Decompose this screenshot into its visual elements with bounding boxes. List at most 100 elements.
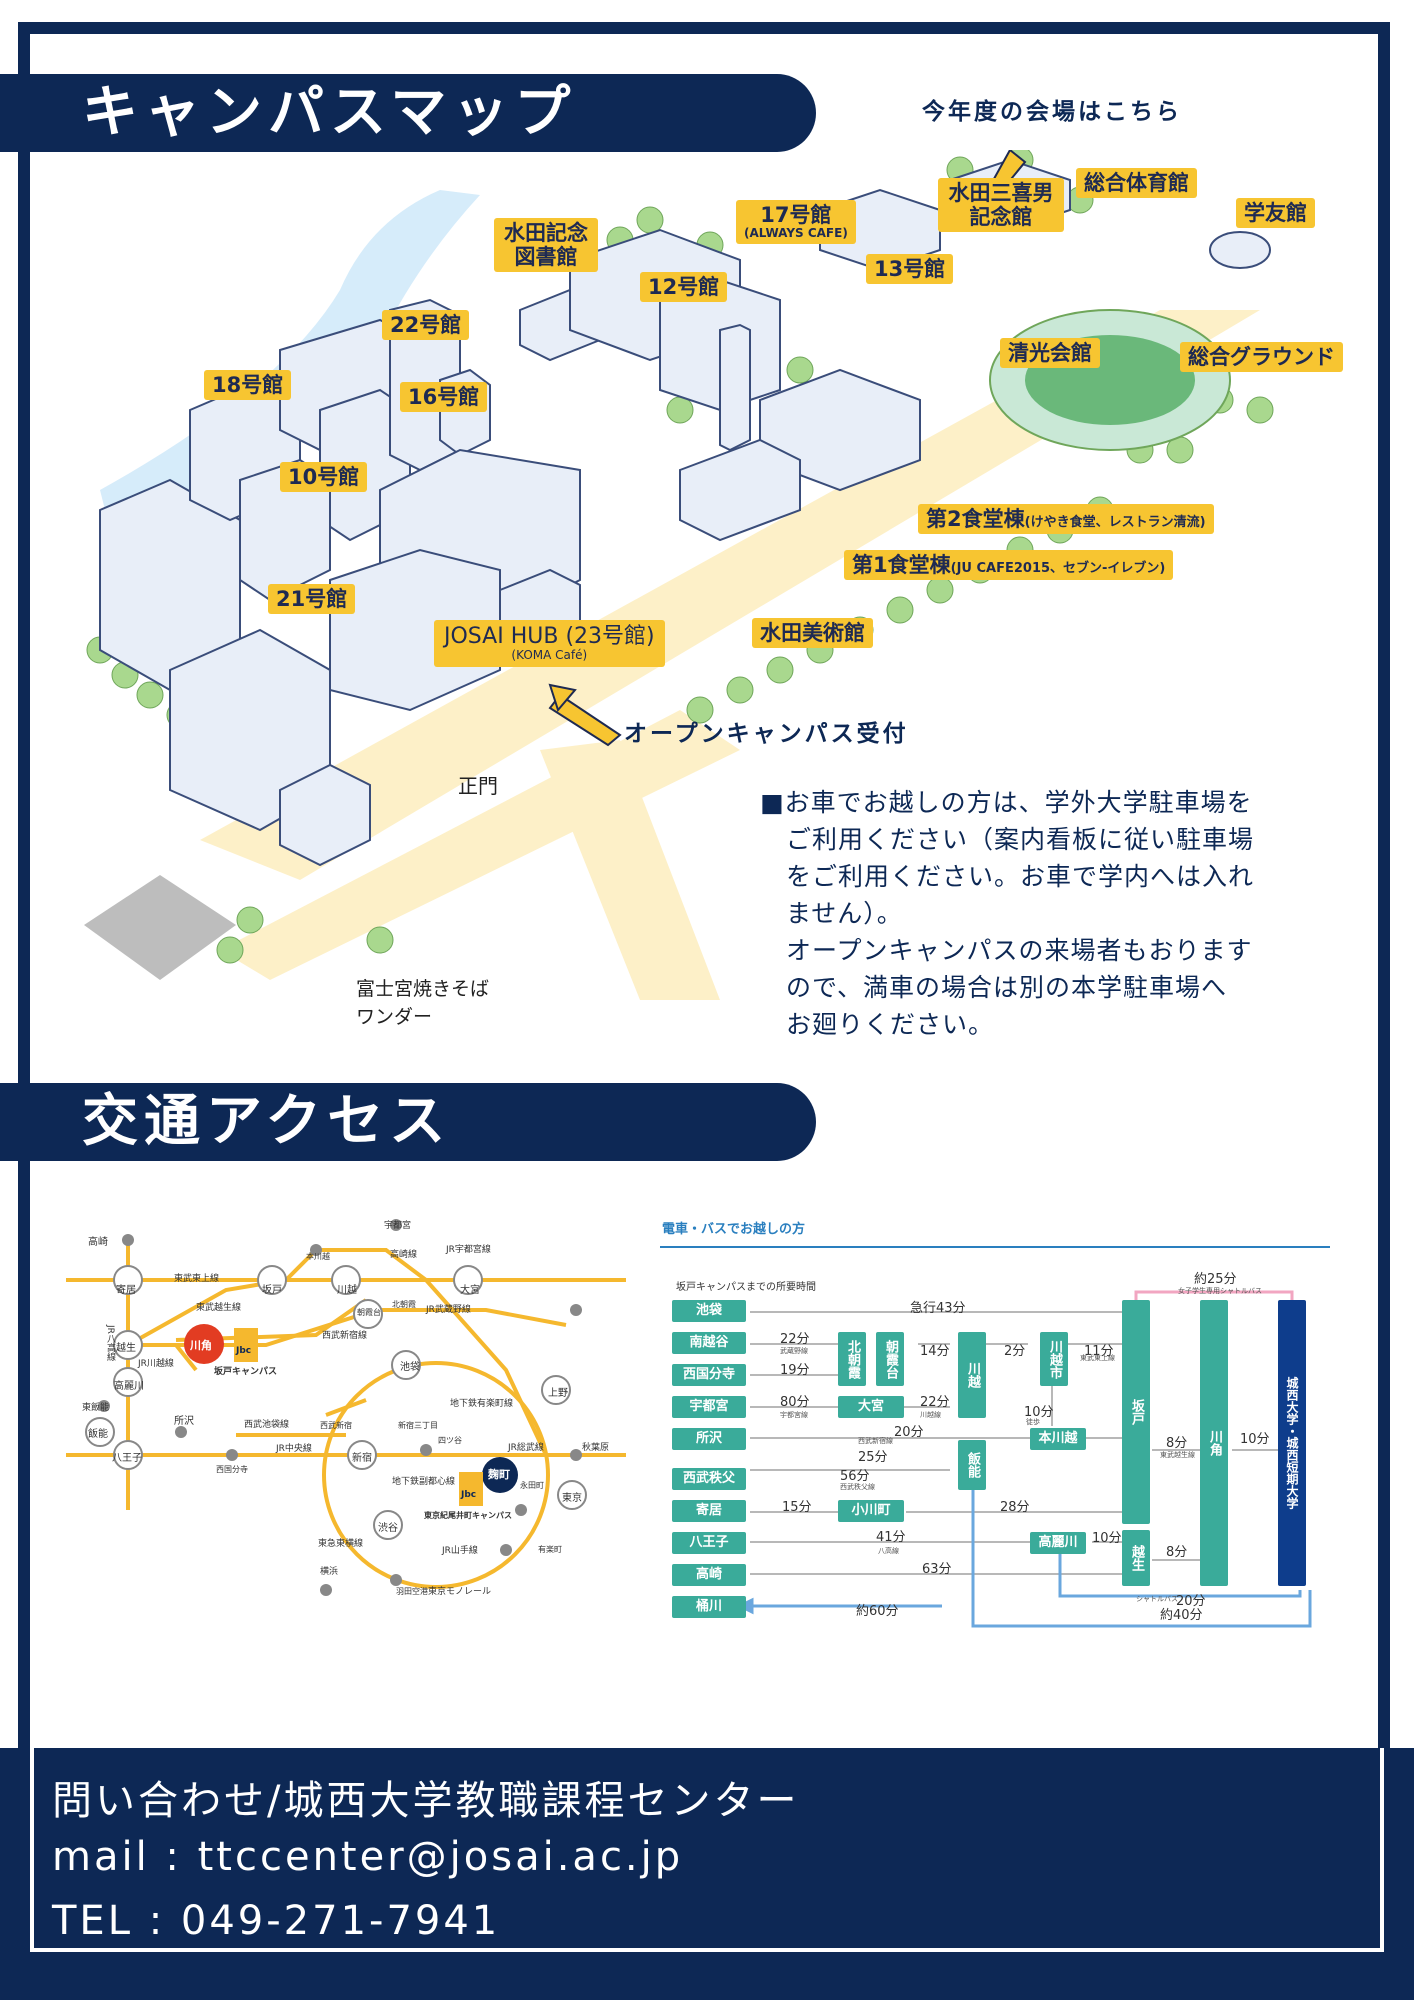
origin-box: 宇都宮 bbox=[672, 1396, 746, 1418]
time-label: 41分 bbox=[876, 1530, 906, 1545]
route-extra-label: 永田町 bbox=[520, 1481, 544, 1490]
hub-box: 川越市 bbox=[1040, 1332, 1068, 1386]
label-b17-sub: (ALWAYS CAFE) bbox=[744, 226, 848, 241]
jbc-logo-sakado: Jbc bbox=[236, 1346, 252, 1356]
access-title: 交通アクセス bbox=[0, 1083, 816, 1161]
notice-line: お廻りください。 bbox=[760, 1010, 995, 1039]
route-extra-label: 有楽町 bbox=[538, 1545, 562, 1554]
kawakado-marker-label: 川角 bbox=[190, 1339, 212, 1352]
label-gakuyu: 学友館 bbox=[1236, 198, 1315, 229]
route-extra-label: 本川越 bbox=[306, 1252, 330, 1261]
route-station-label: 所沢 bbox=[174, 1416, 194, 1427]
line-note: 徒歩 bbox=[1026, 1418, 1040, 1426]
time-chart-rule bbox=[660, 1246, 1330, 1248]
label-library-text: 水田記念図書館 bbox=[504, 221, 588, 270]
line-note: 川越線 bbox=[920, 1411, 941, 1419]
route-line-label: 西武池袋線 bbox=[244, 1420, 290, 1430]
venue-callout: 今年度の会場はこちら bbox=[922, 99, 1182, 125]
reception-callout: オープンキャンパス受付 bbox=[624, 721, 909, 747]
route-station-label: 越生 bbox=[116, 1343, 136, 1354]
route-station-label: 秋葉原 bbox=[582, 1443, 610, 1453]
route-station-label: 北朝霞 bbox=[392, 1300, 416, 1309]
hub-box: 北朝霞 bbox=[838, 1332, 866, 1386]
label-shokudo1-sub: (JU CAFE2015、セブン-イレブン) bbox=[950, 561, 1166, 576]
time-chart-subheading: 坂戸キャンパスまでの所要時間 bbox=[676, 1282, 816, 1293]
route-extra-label: 羽田空港 bbox=[396, 1587, 428, 1596]
time-label: 22分 bbox=[780, 1332, 810, 1347]
notice-line: ■お車でお越しの方は、学外大学駐車場を bbox=[760, 788, 1253, 817]
label-hub: JOSAI HUB (23号館)(KOMA Café) bbox=[434, 620, 665, 668]
route-line-label: 地下鉄副都心線 bbox=[392, 1477, 456, 1487]
origin-box: 西武秩父 bbox=[672, 1468, 746, 1490]
route-line-label: JR宇都宮線 bbox=[446, 1245, 491, 1255]
route-station-label: 大宮 bbox=[460, 1285, 480, 1296]
route-station-label: 上野 bbox=[548, 1388, 568, 1399]
time-label: 20分 bbox=[1176, 1594, 1206, 1609]
contact-footer: 問い合わせ/城西大学教職課程センター mail : ttccenter@josa… bbox=[0, 1748, 1414, 2000]
hub-box: 大宮 bbox=[838, 1396, 904, 1418]
time-label: 10分 bbox=[1240, 1432, 1270, 1447]
origin-box: 池袋 bbox=[672, 1300, 746, 1322]
origin-box: 寄居 bbox=[672, 1500, 746, 1522]
route-line-label: 東武越生線 bbox=[196, 1303, 242, 1313]
time-label: 63分 bbox=[922, 1562, 952, 1577]
route-station-label: 東京 bbox=[562, 1493, 582, 1504]
route-station-label: 高崎 bbox=[88, 1237, 108, 1248]
route-line-label: JR山手線 bbox=[442, 1546, 478, 1556]
label-main-gate: 正門 bbox=[458, 774, 498, 798]
contact-line: 問い合わせ/城西大学教職課程センター bbox=[52, 1778, 800, 1824]
origin-box: 八王子 bbox=[672, 1532, 746, 1554]
route-line-label: JR八高線 bbox=[105, 1325, 115, 1361]
label-ground: 総合グラウンド bbox=[1180, 342, 1343, 373]
notice-line: ご利用ください（案内看板に従い駐車場 bbox=[760, 825, 1255, 854]
label-hub-text: JOSAI HUB (23号館) bbox=[444, 624, 655, 649]
label-museum: 水田美術館 bbox=[752, 618, 873, 649]
time-label: 15分 bbox=[782, 1500, 812, 1515]
route-station-label: 朝霞台 bbox=[357, 1308, 381, 1317]
route-station-label: 八王子 bbox=[112, 1453, 142, 1464]
time-label: 約40分 bbox=[1160, 1608, 1203, 1623]
time-label: 11分 bbox=[1084, 1344, 1114, 1359]
notice-line: オープンキャンパスの来場者もおります bbox=[760, 936, 1253, 965]
jbc-logo-tokyo: Jbc bbox=[461, 1490, 477, 1500]
origin-box: 所沢 bbox=[672, 1428, 746, 1450]
route-station-label: 坂戸 bbox=[262, 1285, 282, 1296]
time-label: 28分 bbox=[1000, 1500, 1030, 1515]
line-note: 武蔵野線 bbox=[780, 1347, 808, 1355]
label-b16: 16号館 bbox=[400, 382, 488, 413]
route-line-label: 西武新宿線 bbox=[322, 1331, 368, 1341]
hub-box: 高麗川 bbox=[1030, 1532, 1086, 1554]
hub-box-sakado: 坂戸 bbox=[1122, 1300, 1150, 1524]
route-station-label: 寄居 bbox=[116, 1285, 136, 1296]
tel-line[interactable]: TEL : 049-271-7941 bbox=[52, 1898, 501, 1944]
line-note: 女子学生専用シャトルバス bbox=[1178, 1287, 1262, 1295]
label-hub-sub: (KOMA Café) bbox=[511, 648, 588, 663]
time-label: 56分 bbox=[840, 1469, 870, 1484]
hub-box-kawakado: 川角 bbox=[1200, 1300, 1228, 1586]
time-label: 8分 bbox=[1166, 1545, 1188, 1560]
hub-box-ogose: 越生 bbox=[1122, 1530, 1150, 1586]
time-label: 10分 bbox=[1024, 1405, 1054, 1420]
kojimachi-marker-label: 麹町 bbox=[488, 1468, 510, 1481]
route-line-label: 地下鉄有楽町線 bbox=[450, 1399, 514, 1409]
campus-map-title: キャンパスマップ bbox=[0, 74, 816, 152]
notice-line: をご利用ください。お車で学内へは入れ bbox=[760, 862, 1255, 891]
route-station-label: 川越 bbox=[337, 1285, 357, 1296]
route-line-label: 東急東横線 bbox=[318, 1539, 364, 1549]
line-note: シャトルバス bbox=[1136, 1595, 1178, 1603]
route-line-label: JR中央線 bbox=[276, 1444, 312, 1454]
label-shokudo1: 第1食堂棟(JU CAFE2015、セブン-イレブン) bbox=[844, 550, 1174, 581]
campus-sakado-label: 坂戸キャンパス bbox=[214, 1367, 278, 1377]
route-line-label: 東武東上線 bbox=[174, 1274, 220, 1284]
label-mizuta-mikio: 水田三喜男記念館 bbox=[938, 178, 1064, 233]
route-map bbox=[66, 1219, 626, 1596]
label-b18: 18号館 bbox=[204, 370, 292, 401]
line-note: 東武越生線 bbox=[1160, 1451, 1195, 1459]
route-extra-label: 新宿三丁目 bbox=[398, 1421, 438, 1430]
hub-box: 本川越 bbox=[1030, 1428, 1086, 1450]
origin-box: 桶川 bbox=[672, 1596, 746, 1618]
label-b21: 21号館 bbox=[268, 584, 356, 615]
label-b22: 22号館 bbox=[382, 310, 470, 341]
mail-line[interactable]: mail : ttccenter@josai.ac.jp bbox=[52, 1834, 684, 1880]
hub-box: 小川町 bbox=[838, 1500, 904, 1522]
